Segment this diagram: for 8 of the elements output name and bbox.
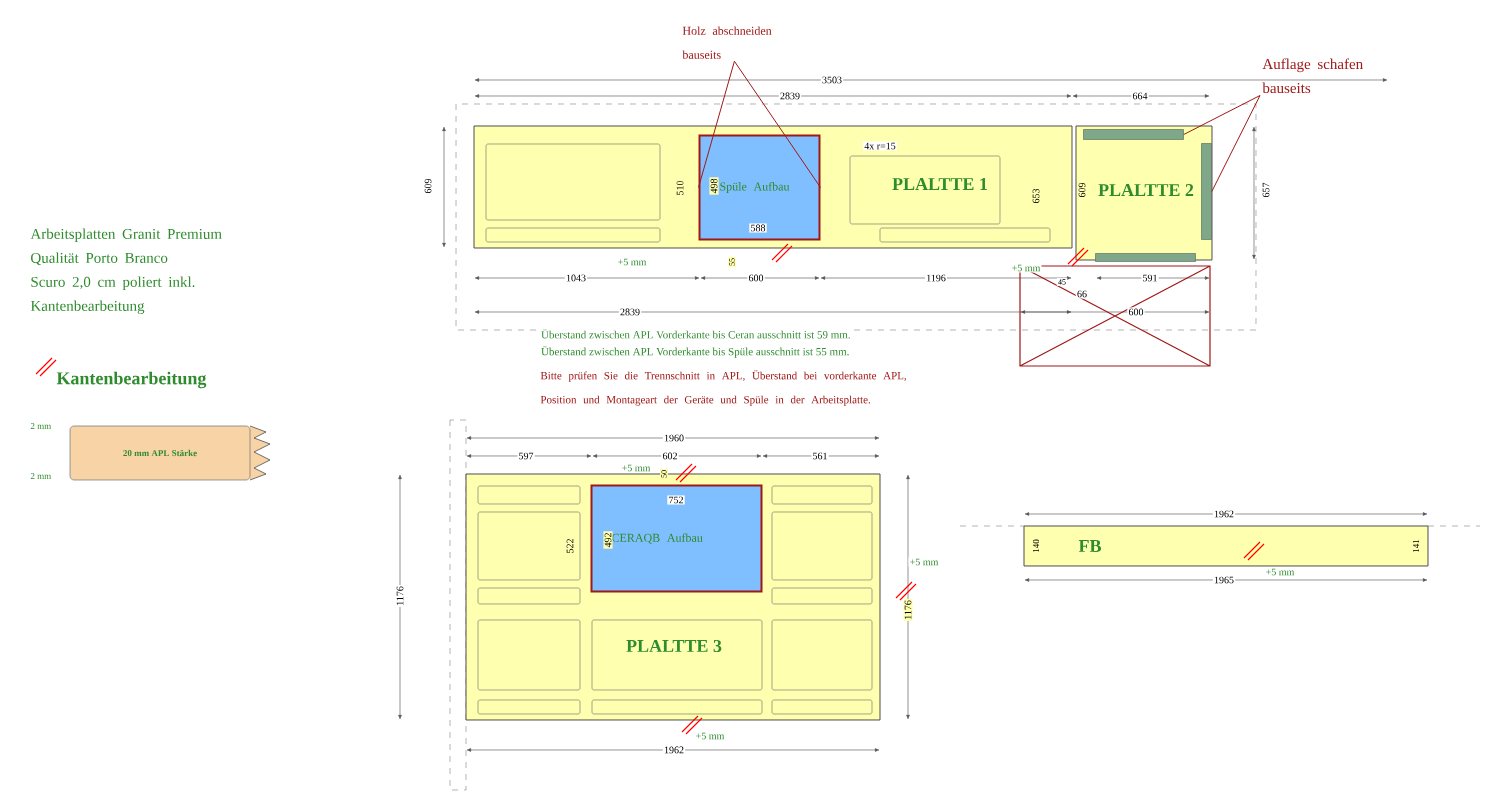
support-strip: [1083, 129, 1184, 140]
leader-line: [698, 60, 735, 188]
leader-line: [1183, 95, 1261, 135]
support-strip: [1201, 143, 1212, 240]
leader-line: [733, 60, 821, 188]
leader-line: [1211, 95, 1261, 192]
section-heading: Kantenbearbeitung: [56, 371, 207, 389]
support-strip: [1095, 253, 1196, 262]
